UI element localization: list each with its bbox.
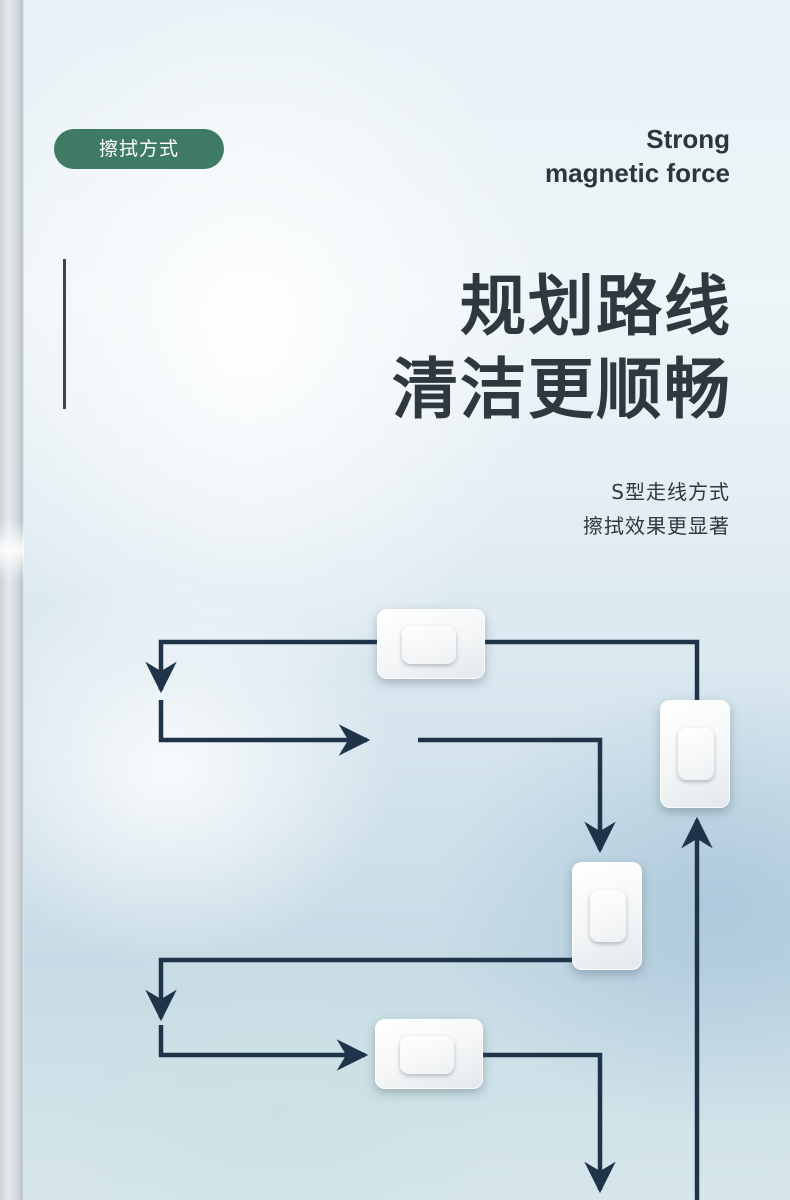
robot-handle bbox=[678, 728, 714, 780]
robot-cleaner-icon bbox=[375, 1019, 483, 1089]
path-segment-second-left-down bbox=[145, 957, 572, 1022]
headline-line1: 规划路线 bbox=[460, 268, 732, 345]
english-caption-line1: Strong bbox=[646, 124, 730, 154]
accent-divider bbox=[63, 259, 66, 409]
window-frame bbox=[0, 0, 24, 1200]
robot-cleaner-icon bbox=[572, 862, 642, 970]
robot-cleaner-icon bbox=[377, 609, 485, 679]
path-segment-left-turn-right bbox=[158, 700, 371, 756]
path-segment-second-turn-right bbox=[158, 1025, 369, 1071]
subtitle-line1: S型走线方式 bbox=[611, 480, 730, 504]
robot-cleaner-icon bbox=[660, 700, 730, 808]
path-segment-bottom-down bbox=[483, 1052, 616, 1194]
headline-line2: 清洁更顺畅 bbox=[392, 351, 732, 428]
english-caption-line2: magnetic force bbox=[545, 158, 730, 188]
frame-highlight bbox=[0, 520, 24, 580]
robot-handle bbox=[402, 626, 456, 664]
robot-handle bbox=[590, 890, 626, 942]
mode-tag: 擦拭方式 bbox=[54, 129, 224, 169]
path-segment-middle-down bbox=[418, 737, 616, 854]
path-segment-top-right bbox=[485, 639, 700, 700]
path-segment-top-left-down bbox=[145, 639, 377, 694]
robot-handle bbox=[400, 1036, 454, 1074]
subtitle-line2: 擦拭效果更显著 bbox=[583, 514, 730, 538]
